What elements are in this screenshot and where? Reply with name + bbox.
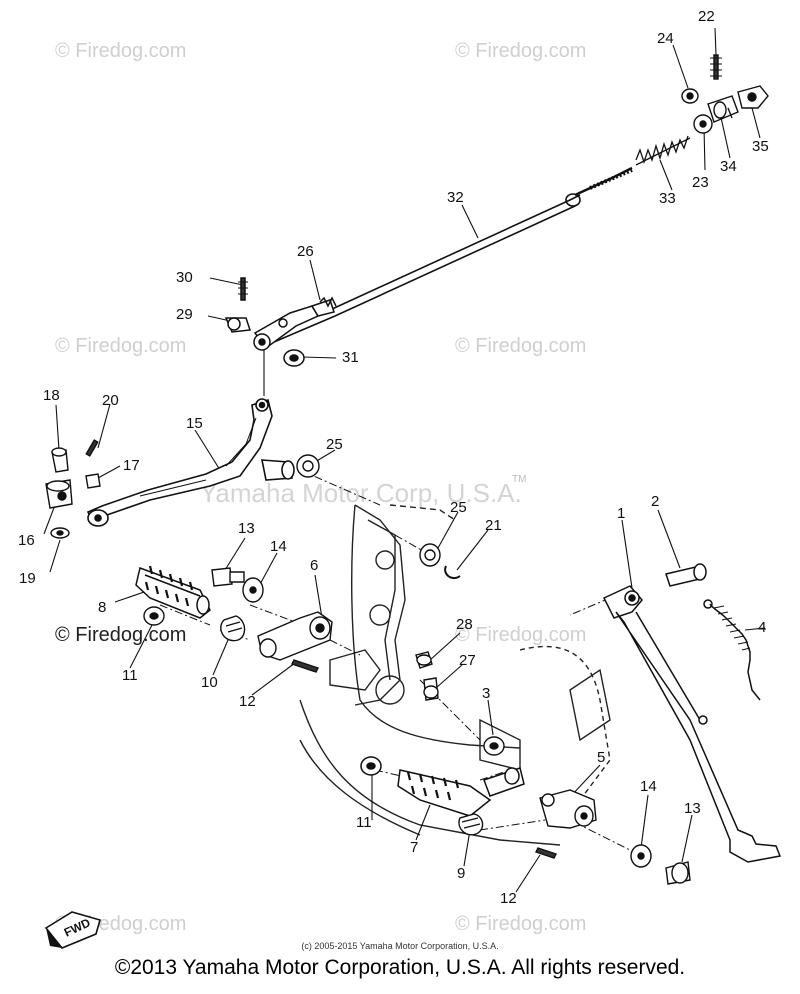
watermark-tm: TM bbox=[512, 474, 526, 485]
small-copyright: (c) 2005-2015 Yamaha Motor Corporation, … bbox=[301, 941, 499, 951]
callout-31: 31 bbox=[342, 349, 359, 366]
callout-26: 26 bbox=[297, 243, 314, 260]
callout-11-right: 11 bbox=[356, 814, 372, 831]
callout-9: 9 bbox=[457, 865, 465, 882]
callout-19: 19 bbox=[19, 570, 36, 587]
callout-15: 15 bbox=[186, 415, 203, 432]
callout-18: 18 bbox=[43, 387, 60, 404]
callout-10: 10 bbox=[201, 674, 218, 691]
callouts: 1 2 3 4 5 6 7 8 9 10 11 11 12 12 13 13 1… bbox=[18, 8, 769, 907]
callout-20: 20 bbox=[102, 392, 119, 409]
bracket-parts-right bbox=[458, 789, 597, 859]
callout-23: 23 bbox=[692, 174, 709, 191]
callout-21: 21 bbox=[485, 517, 502, 534]
spring-33 bbox=[635, 135, 691, 166]
washer-11-left bbox=[143, 606, 165, 626]
footrest-7 bbox=[360, 756, 525, 817]
callout-32: 32 bbox=[447, 189, 464, 206]
callout-3: 3 bbox=[482, 685, 490, 702]
callout-11-left: 11 bbox=[122, 667, 138, 684]
callout-5: 5 bbox=[597, 749, 605, 766]
frame-outline bbox=[299, 504, 611, 846]
watermark-lower-right: © Firedog.com bbox=[455, 624, 586, 646]
forward-arrow-icon: FWD bbox=[44, 911, 101, 949]
watermark-yamaha-center: Yamaha Motor Corp, U.S.A. bbox=[200, 478, 522, 508]
callout-6: 6 bbox=[310, 557, 318, 574]
watermark-mid-left: © Firedog.com bbox=[55, 335, 186, 357]
callout-7: 7 bbox=[410, 839, 418, 856]
callout-14-left: 14 bbox=[270, 538, 287, 555]
callout-8: 8 bbox=[98, 599, 106, 616]
callout-12-right: 12 bbox=[500, 890, 517, 907]
sidestand-1 bbox=[602, 563, 782, 863]
callout-25-left: 25 bbox=[326, 436, 343, 453]
watermark-mid-right: © Firedog.com bbox=[455, 335, 586, 357]
watermarks: © Firedog.com © Firedog.com © Firedog.co… bbox=[55, 40, 586, 935]
shift-pedal-15 bbox=[86, 398, 295, 527]
center-small-parts bbox=[415, 651, 505, 756]
callout-27: 27 bbox=[459, 652, 476, 669]
callout-13-right: 13 bbox=[684, 800, 701, 817]
collars-25 bbox=[296, 454, 461, 580]
callout-12-left: 12 bbox=[239, 693, 256, 710]
watermark-top-right: © Firedog.com bbox=[455, 40, 586, 62]
bracket-parts-left bbox=[211, 567, 333, 673]
watermark-top-left: © Firedog.com bbox=[55, 40, 186, 62]
callout-28: 28 bbox=[456, 616, 473, 633]
footrest-8 bbox=[135, 565, 211, 619]
adjuster-parts bbox=[681, 54, 769, 134]
watermark-left-dark: © Firedog.com bbox=[55, 624, 186, 646]
callout-17: 17 bbox=[123, 457, 140, 474]
callout-30: 30 bbox=[176, 269, 193, 286]
callout-4: 4 bbox=[758, 619, 766, 636]
watermark-bottom-right: © Firedog.com bbox=[455, 913, 586, 935]
callout-25-right: 25 bbox=[450, 499, 467, 516]
copyright-footer: ©2013 Yamaha Motor Corporation, U.S.A. A… bbox=[114, 956, 686, 979]
callout-34: 34 bbox=[720, 158, 737, 175]
callout-14-right: 14 bbox=[640, 778, 657, 795]
callout-29: 29 bbox=[176, 306, 193, 323]
callout-33: 33 bbox=[659, 190, 676, 207]
right-washer-bolt bbox=[630, 844, 691, 885]
callout-16: 16 bbox=[18, 532, 35, 549]
pedal-pivot-parts bbox=[45, 439, 101, 539]
callout-1: 1 bbox=[617, 505, 625, 522]
callout-13-left: 13 bbox=[238, 520, 255, 537]
leader-lines bbox=[43, 27, 766, 893]
callout-2: 2 bbox=[651, 493, 659, 510]
callout-35: 35 bbox=[752, 138, 769, 155]
shift-arm-assembly bbox=[224, 277, 337, 367]
callout-22: 22 bbox=[698, 8, 715, 25]
callout-24: 24 bbox=[657, 30, 674, 47]
